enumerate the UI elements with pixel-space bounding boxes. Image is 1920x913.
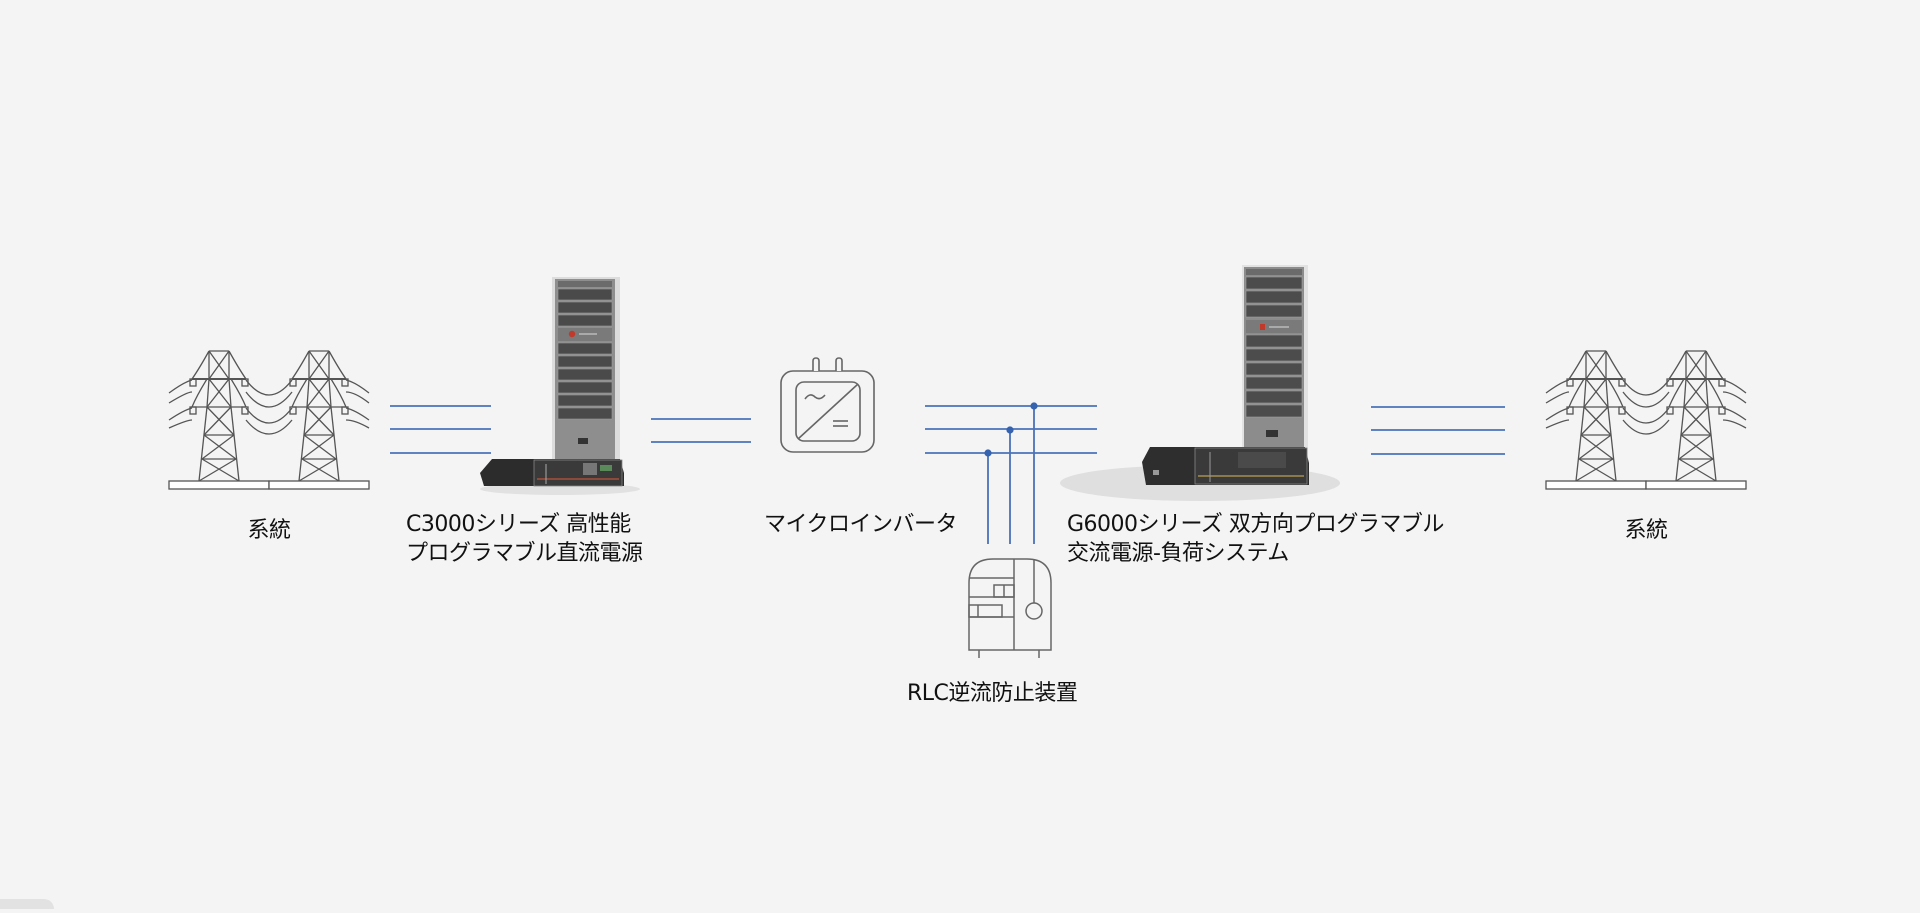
inverter-icon [780, 357, 875, 453]
dc-source-label: C3000シリーズ 高性能 プログラマブル直流電源 [406, 510, 643, 568]
ac-source-label: G6000シリーズ 双方向プログラマブル 交流電源-負荷システム [1067, 510, 1444, 568]
grid-left-label: 系統 [247, 518, 291, 543]
grid-right-label: 系統 [1624, 518, 1668, 543]
ac-power-load-rack-image [1060, 265, 1340, 501]
corner-tab [0, 899, 54, 909]
wire-bundle-dc-to-inverter [651, 418, 751, 443]
ac-source-label-line1: G6000シリーズ 双方向プログラマブル [1067, 512, 1444, 537]
junction-dot [1006, 426, 1014, 434]
transmission-tower-icon [1546, 351, 1746, 489]
junction-dots [984, 402, 1038, 457]
dc-power-supply-rack-image [480, 277, 640, 495]
ac-source-label-line2: 交流電源-負荷システム [1067, 541, 1289, 566]
micro-inverter-label: マイクロインバータ [764, 512, 958, 537]
wire-bundle-grid-to-dc [390, 405, 491, 454]
dc-source-label-line2: プログラマブル直流電源 [406, 541, 643, 566]
dc-source-label-line1: C3000シリーズ 高性能 [406, 512, 631, 537]
junction-dot [1030, 402, 1038, 410]
wire-bundle-ac-to-grid [1371, 406, 1505, 455]
rlc-load-cabinet-icon [968, 558, 1052, 658]
junction-dot [984, 449, 992, 457]
transmission-tower-icon [169, 351, 369, 489]
rlc-label: RLC逆流防止装置 [907, 681, 1078, 706]
